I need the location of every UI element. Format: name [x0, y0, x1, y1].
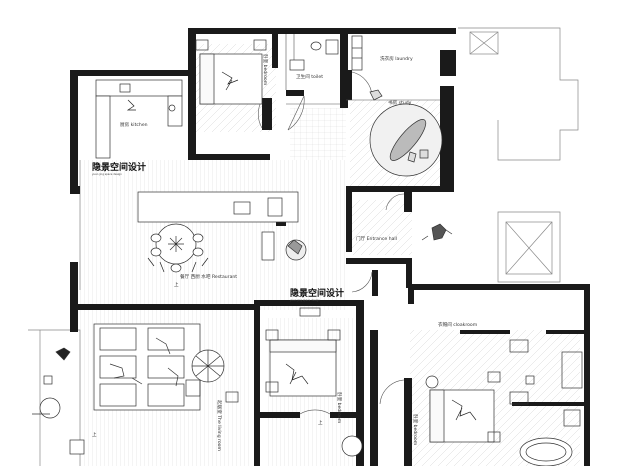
label-living: 起居室 The living room — [216, 400, 223, 451]
label-up-bedroom: 上 — [318, 419, 323, 426]
label-laundry: 洗衣房 laundry — [380, 55, 413, 62]
brand-name-1: 隐景空间设计 — [92, 161, 146, 173]
brand-sub-2: yuan jing space design — [290, 298, 320, 302]
room-labels: 厨房 kitchen 卫生间 toilet 洗衣房 laundry 书房 stu… — [92, 54, 478, 451]
label-dining: 餐厅 西厨 水吧 Restaurant — [180, 273, 237, 280]
label-study: 书房 study — [388, 99, 412, 106]
label-cloakroom: 衣帽间 cloakroom — [438, 321, 478, 328]
label-bedroom-left: 卧室 bedroom — [336, 392, 343, 424]
brand-stamps: 隐景空间设计 yuan jing space design 隐景空间设计 yua… — [92, 161, 344, 302]
label-kitchen: 厨房 kitchen — [120, 121, 148, 128]
label-entrance: 门厅 Entrance hall — [356, 235, 397, 242]
label-bedroom-right: 卧室 bedroom — [412, 414, 419, 446]
label-up-dining: 上 — [174, 281, 179, 288]
brand-sub-1: yuan jing space design — [92, 172, 122, 176]
furniture — [32, 35, 583, 466]
brand-name-2: 隐景空间设计 — [290, 287, 344, 299]
walls — [70, 28, 590, 466]
label-wc: 卫生间 toilet — [296, 73, 323, 80]
label-bedroom-top: 卧室 bedroom — [262, 54, 269, 86]
label-up-living: 上 — [92, 431, 97, 438]
outer-outlines — [28, 27, 579, 466]
doors — [258, 34, 440, 415]
